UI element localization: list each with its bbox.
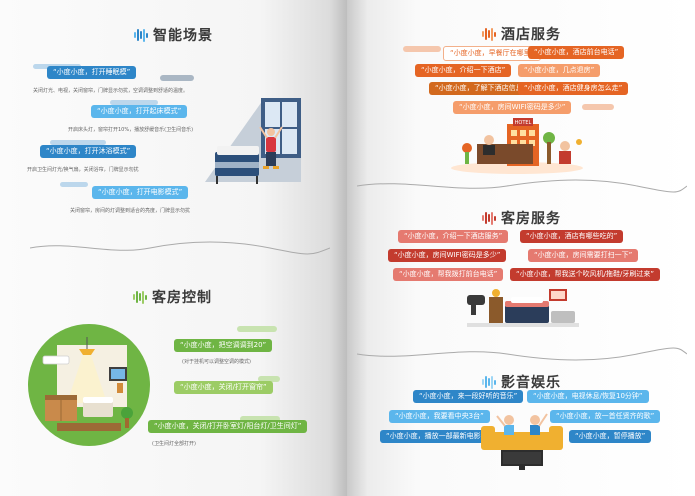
scene-bubble-sleep[interactable]: “小度小度，打开睡眠模” <box>47 66 137 79</box>
sound-wave-icon <box>134 28 148 42</box>
hotel-sign-text: HOTEL <box>515 120 532 126</box>
hotel-bubble-checkout[interactable]: “小度小度，几点退房” <box>518 64 601 77</box>
scene-bubble-wakeup[interactable]: “小度小度，打开起床模式” <box>91 105 188 118</box>
control-bubble-curtain[interactable]: “小度小度，关闭/打开窗帘” <box>174 381 273 394</box>
left-page: 智能场景 “小度小度，打开睡眠模” 关闭灯光、电视，关闭窗帘，门牌显示勿扰，空调… <box>0 0 347 496</box>
av-bubble-song[interactable]: “小度小度，放一首任贤齐的歌” <box>550 410 661 423</box>
decor-bar <box>50 140 106 145</box>
right-page: 酒店服务 “小度小度，早餐厅在哪里” “小度小度，酒店前台电话” “小度小度，介… <box>347 0 695 496</box>
decor-bar <box>160 75 194 81</box>
guest-bubble-delivery[interactable]: “小度小度，帮我送个吹风机/拖鞋/牙刷过来” <box>510 268 660 281</box>
hotel-bubble-front-desk[interactable]: “小度小度，酒店前台电话” <box>528 46 625 59</box>
guest-bubble-wifi[interactable]: “小度小度，房间WIFI密码是多少” <box>388 249 507 262</box>
scene-caption-movie: 关闭窗帘，房间的灯调整到适合的亮度，门牌显示勿扰 <box>70 208 191 214</box>
sound-wave-icon <box>482 27 496 41</box>
control-caption-lights: (卫生间灯全部打开) <box>152 441 196 447</box>
control-bubble-aircon[interactable]: “小度小度，把空调调到20” <box>174 339 273 352</box>
sound-wave-icon <box>482 211 496 225</box>
guest-bubble-services[interactable]: “小度小度，介绍一下酒店服务” <box>398 230 509 243</box>
av-bubble-tv-sleep[interactable]: “小度小度，电视休息/恢复10分钟” <box>527 390 649 403</box>
sound-wave-icon <box>133 290 147 304</box>
guest-room-illustration <box>467 289 579 327</box>
hotel-service-title: 酒店服务 <box>501 27 561 43</box>
entertainment-illustration <box>481 413 563 470</box>
wave-divider <box>357 179 687 193</box>
smart-scene-heading: 智能场景 <box>134 25 213 45</box>
av-entertainment-heading: 影音娱乐 <box>482 372 561 392</box>
bedroom-wakeup-illustration <box>205 98 301 184</box>
guest-bubble-cleaning[interactable]: “小度小度，房间需要打扫一下” <box>528 249 639 262</box>
decor-bar <box>582 104 614 110</box>
decor-bar <box>237 326 277 332</box>
hotel-bubble-info[interactable]: “小度小度，了解下酒店信息” <box>429 82 533 95</box>
hotel-bubble-wifi[interactable]: “小度小度，房间WIFI密码是多少” <box>453 101 572 114</box>
scene-caption-sleep: 关闭灯光、电视，关闭窗帘，门牌显示勿扰，空调调整到舒适的温度。 <box>33 88 189 94</box>
decor-bar <box>110 100 158 105</box>
room-control-illustration <box>28 324 150 446</box>
room-control-title: 客房控制 <box>152 290 212 306</box>
scene-caption-shower: 开启卫生间灯光/换气扇，关闭浴帘，门牌显示勿扰 <box>27 167 139 173</box>
av-bubble-movie[interactable]: “小度小度，播放一部最新电影” <box>380 430 491 443</box>
hotel-front-desk-illustration: HOTEL <box>451 118 583 174</box>
hotel-service-heading: 酒店服务 <box>482 24 561 44</box>
control-bubble-lights[interactable]: “小度小度，关闭/打开卧室灯/阳台灯/卫生间灯” <box>148 420 308 433</box>
control-caption-aircon: (对于挂机可以调整空调的模式) <box>182 359 251 365</box>
av-bubble-pause[interactable]: “小度小度，暂停播放” <box>569 430 652 443</box>
decor-bar <box>240 416 280 422</box>
wave-divider <box>30 241 330 255</box>
decor-bar <box>403 46 441 52</box>
av-bubble-cctv3[interactable]: “小度小度，我要看中央3台” <box>389 410 490 423</box>
scene-caption-wakeup: 开启床头灯，窗帘打开10%，播放舒缓音乐(卫生间音乐) <box>68 127 194 133</box>
decor-bar <box>60 182 88 187</box>
hotel-bubble-breakfast[interactable]: “小度小度，早餐厅在哪里” <box>443 46 542 61</box>
guest-bubble-food[interactable]: “小度小度，酒店有哪些吃的” <box>520 230 624 243</box>
wave-divider <box>357 347 687 361</box>
guest-service-title: 客房服务 <box>501 211 561 227</box>
guest-bubble-call-front[interactable]: “小度小度，帮我拨打前台电话” <box>393 268 504 281</box>
scene-bubble-shower[interactable]: “小度小度，打开沐浴模式” <box>40 145 137 158</box>
scene-bubble-movie[interactable]: “小度小度，打开电影模式” <box>92 186 189 199</box>
room-control-heading: 客房控制 <box>133 287 212 307</box>
sound-wave-icon <box>482 375 496 389</box>
decor-bar <box>258 376 280 382</box>
av-entertainment-title: 影音娱乐 <box>501 375 561 391</box>
guest-service-heading: 客房服务 <box>482 208 561 228</box>
smart-scene-title: 智能场景 <box>153 28 213 44</box>
hotel-bubble-gym[interactable]: “小度小度，酒店健身房怎么走” <box>518 82 629 95</box>
hotel-bubble-introduce[interactable]: “小度小度，介绍一下酒店” <box>415 64 512 77</box>
av-bubble-music[interactable]: “小度小度，来一段好听的音乐” <box>413 390 524 403</box>
